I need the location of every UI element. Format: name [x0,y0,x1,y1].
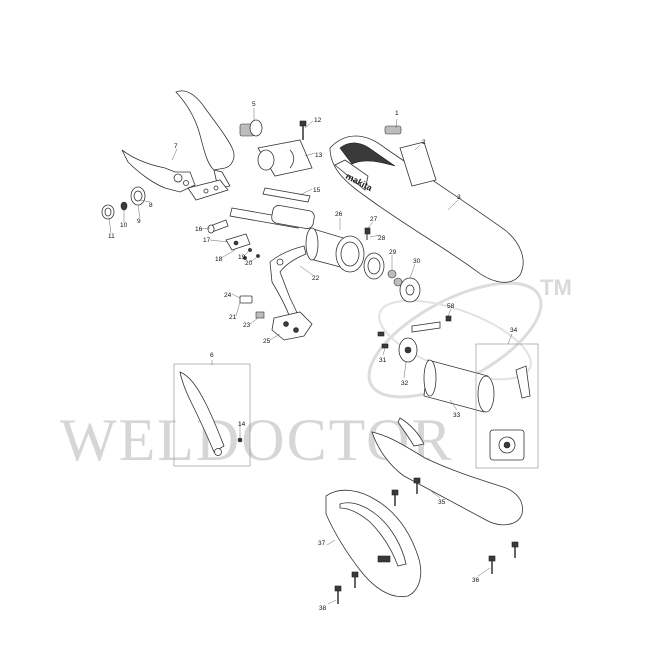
washer-stack [101,186,146,220]
leader-lines [108,108,513,605]
callout-22: 22 [312,275,320,282]
callout-26: 26 [335,211,343,218]
callout-6: 6 [210,352,214,359]
callout-25: 25 [263,338,271,345]
callout-23: 23 [243,322,251,329]
bracket-25 [271,311,313,341]
pin-16 [207,219,229,234]
callout-18: 18 [215,256,223,263]
callout-15: 15 [313,187,321,194]
connector-34 [475,343,539,469]
callout-20: 20 [245,260,253,267]
callout-13: 13 [315,152,323,159]
callout-58: 58 [447,303,455,310]
callout-labels: 1 2 3 5 6 7 8 9 10 11 12 13 14 15 16 17 … [108,101,518,612]
gear-set [363,252,421,303]
callout-27: 27 [370,216,378,223]
callout-38: 38 [319,605,327,612]
link-13 [257,139,313,177]
callout-2: 2 [422,139,426,146]
callout-33: 33 [453,412,461,419]
rod-assembly [229,187,315,229]
callout-32: 32 [401,380,409,387]
small-linkage [225,233,260,260]
plate-2 [399,141,437,187]
lever-22 [269,245,307,323]
callout-16: 16 [195,226,203,233]
callout-12: 12 [314,117,322,124]
bolt-1 [384,125,402,135]
screw-27-28 [364,227,371,240]
callout-3: 3 [457,194,461,201]
callout-29: 29 [389,249,397,256]
callout-36: 36 [472,577,480,584]
callout-35: 35 [438,499,446,506]
callout-21: 21 [229,314,237,321]
side-cover-37 [325,489,422,598]
lower-blade [121,149,196,193]
callout-17: 17 [203,237,211,244]
callout-28: 28 [378,235,386,242]
callout-8: 8 [149,202,153,209]
motor-33 [423,359,495,413]
gear-housing [305,227,365,273]
motor-front [377,315,452,363]
callout-34: 34 [510,327,518,334]
lower-housing [371,417,523,526]
callout-1: 1 [395,110,399,117]
callout-37: 37 [318,540,326,547]
pivot-bolt [239,119,263,137]
screw-12 [299,120,307,140]
callout-31: 31 [379,357,387,364]
callout-24: 24 [224,292,232,299]
callout-11: 11 [108,233,115,240]
callout-5: 5 [252,101,256,108]
callout-14: 14 [238,421,246,428]
callout-7: 7 [174,143,178,150]
callout-19: 19 [238,254,246,261]
watermark-trademark: TM [540,275,572,300]
callout-9: 9 [137,218,141,225]
upper-housing: makita [329,135,524,283]
callout-10: 10 [120,222,128,229]
screws-lower [334,477,519,604]
blade-arm [187,179,229,201]
callout-30: 30 [413,258,421,265]
small-blocks [239,295,265,319]
